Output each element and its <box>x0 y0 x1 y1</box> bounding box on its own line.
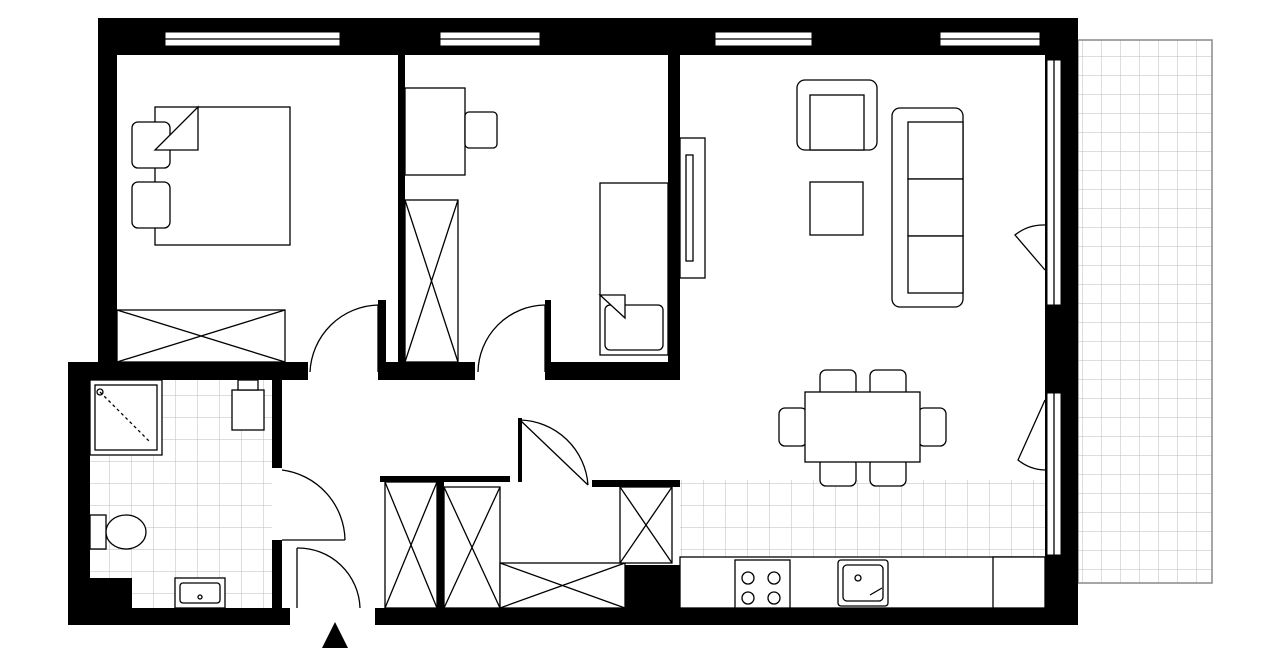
kitchen-sink <box>837 559 889 607</box>
kitchen-floor <box>680 480 1045 557</box>
coffee-table <box>809 181 864 236</box>
walls <box>68 18 1078 625</box>
wardrobe <box>404 199 459 363</box>
hall-closets <box>384 481 673 609</box>
doors[interactable] <box>281 224 1046 609</box>
toilet <box>89 514 147 550</box>
dining-table <box>778 369 947 487</box>
single-bed <box>598 182 669 356</box>
washing-machine <box>231 379 265 431</box>
desk-with-chair <box>404 87 498 176</box>
bathroom-sink <box>174 577 226 609</box>
entrance-arrow-icon <box>322 622 348 648</box>
sofa <box>891 107 964 308</box>
double-bed <box>131 105 291 246</box>
armchair <box>796 79 878 151</box>
balcony <box>1077 39 1213 584</box>
tv-unit <box>679 137 706 279</box>
wardrobe <box>116 309 286 363</box>
stove <box>734 559 791 609</box>
shower <box>89 379 163 456</box>
windows <box>164 31 1062 556</box>
